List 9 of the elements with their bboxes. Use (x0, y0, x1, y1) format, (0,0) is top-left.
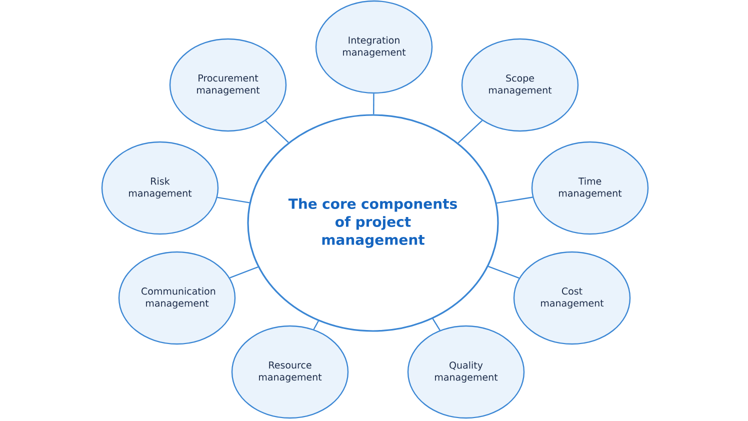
connector-line (230, 266, 258, 278)
connector-line (488, 266, 520, 279)
connector-line (217, 196, 250, 204)
connector-line (265, 120, 289, 143)
connector-line (313, 320, 319, 330)
connector-line (458, 120, 483, 144)
connector-line (496, 196, 533, 204)
connector-line (432, 318, 440, 331)
connector-line (373, 94, 374, 114)
